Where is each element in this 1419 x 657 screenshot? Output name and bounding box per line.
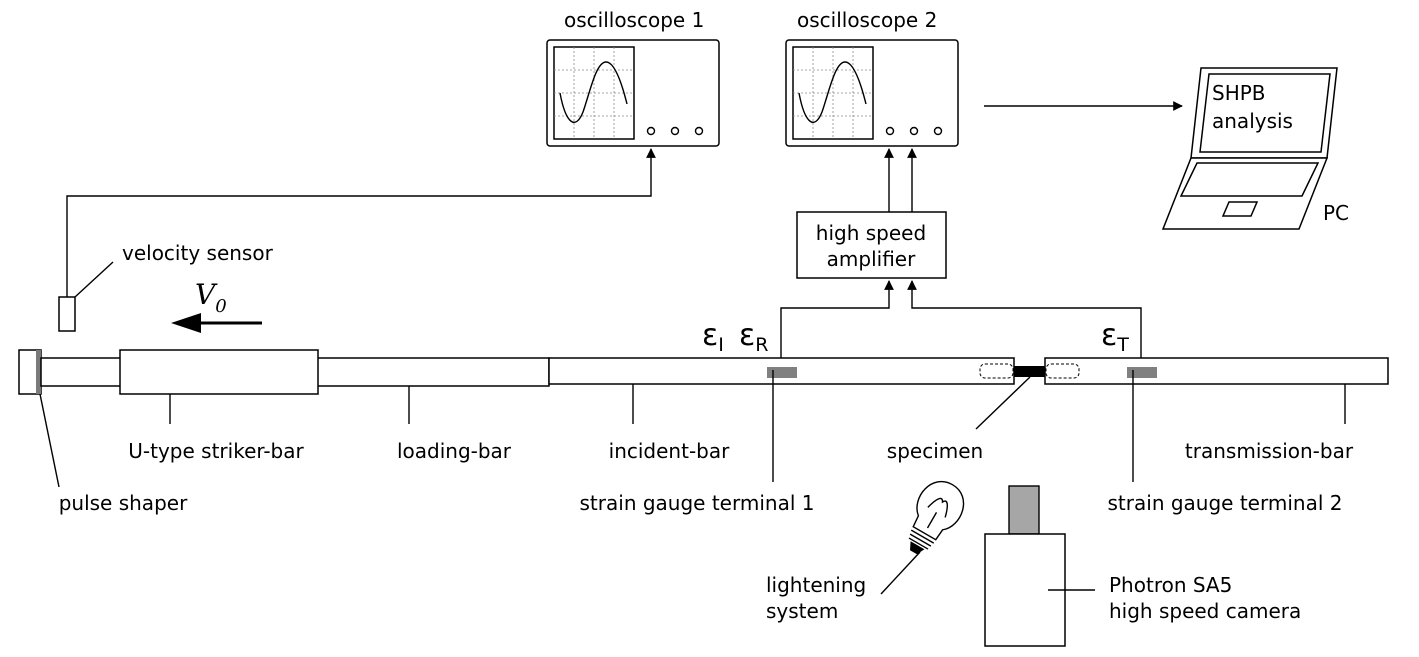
transmission-bar-label: transmission-bar — [1185, 439, 1354, 463]
specimen-label: specimen — [887, 439, 983, 463]
high-speed-camera: Photron SA5 high speed camera — [984, 485, 1301, 647]
loading-bar-label: loading-bar — [397, 439, 512, 463]
velocity-sensor-wire — [66, 148, 656, 297]
specimen-block — [1014, 366, 1045, 377]
specimen-leader — [975, 376, 1031, 430]
oscilloscope-2-knob-icon — [885, 126, 895, 136]
oscilloscope-2: oscilloscope 2 — [785, 8, 959, 147]
gauge-terminal-1-label: strain gauge terminal 1 — [580, 491, 815, 515]
strain-reflected-symbol: εR — [739, 318, 768, 356]
pc-label: PC — [1323, 201, 1349, 225]
laptop-screen-text-line1: SHPB — [1212, 81, 1266, 105]
incident-insert-dashed — [979, 363, 1014, 379]
strain-gauge-1 — [767, 367, 797, 378]
camera-label-line2: high speed camera — [1109, 599, 1301, 623]
amplifier-label-line1: high speed — [816, 221, 926, 245]
laptop-screen — [1199, 73, 1331, 153]
incident-bar-label: incident-bar — [609, 439, 730, 463]
transmission-insert-dashed — [1045, 363, 1080, 379]
strain-incident-symbol: εI — [702, 318, 724, 356]
gauge-2-wire — [907, 280, 1142, 370]
oscilloscope-1-knob-icon — [694, 126, 704, 136]
strain-gauge-2 — [1127, 367, 1157, 378]
gauge-terminal-2-label: strain gauge terminal 2 — [1108, 491, 1343, 515]
amplifier-box — [796, 211, 947, 279]
amplifier-label-line2: amplifier — [827, 247, 916, 271]
laptop-touchpad — [1221, 201, 1259, 217]
velocity-sensor-label: velocity sensor — [122, 241, 274, 265]
velocity-symbol: V0 — [195, 278, 227, 317]
velocity-sensor-body — [58, 296, 76, 332]
strain-transmitted-symbol: εT — [1101, 318, 1129, 356]
laptop-keyboard — [1179, 162, 1320, 197]
velocity-sensor-leader — [74, 261, 114, 298]
lighting-label-line2: system — [766, 599, 838, 623]
pulse-shaper-pad — [36, 350, 41, 394]
laptop-screen-text-line2: analysis — [1212, 109, 1293, 133]
pulse-shaper-leader — [39, 393, 60, 488]
pulse-shaper-label: pulse shaper — [59, 491, 188, 515]
oscilloscope-2-knob-icon — [933, 126, 943, 136]
oscilloscope-2-label: oscilloscope 2 — [797, 8, 937, 32]
high-speed-amplifier: high speed amplifier — [796, 211, 947, 279]
gauge-1-wire — [780, 280, 894, 370]
u-type-striker-bar — [119, 349, 319, 395]
transmission-bar — [1044, 357, 1389, 385]
oscilloscope-1: oscilloscope 1 — [546, 8, 720, 147]
oscilloscope-1-knob-icon — [670, 126, 680, 136]
oscilloscope-1-label: oscilloscope 1 — [564, 8, 704, 32]
lighting-label-line1: lightening — [766, 573, 866, 597]
laptop-pc: SHPB analysis PC — [1161, 67, 1349, 230]
oscilloscope-2-knob-icon — [909, 126, 919, 136]
lightbulb-icon — [908, 481, 965, 555]
pulse-shaper — [18, 349, 42, 395]
lighting-leader — [880, 551, 921, 595]
striker-bar-label: U-type striker-bar — [128, 439, 304, 463]
striker-velocity: V0 — [171, 278, 262, 333]
oscilloscope-1-waveform — [559, 61, 628, 124]
camera-lens — [1008, 485, 1040, 535]
velocity-direction-arrow-icon — [171, 313, 201, 333]
oscilloscope-1-knob-icon — [646, 126, 656, 136]
camera-label-line1: Photron SA5 — [1109, 573, 1232, 597]
oscilloscope-2-waveform — [798, 61, 867, 124]
velocity-sensor: velocity sensor — [58, 241, 274, 332]
